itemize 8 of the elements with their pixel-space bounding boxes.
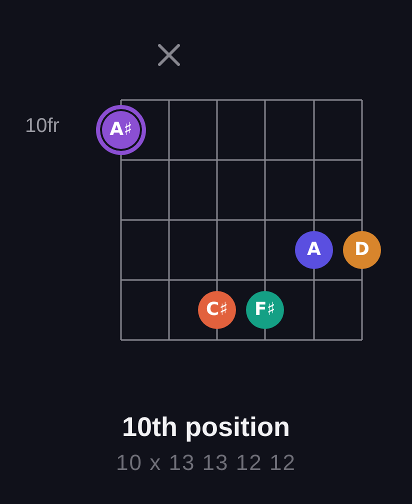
fret-sequence: 10 x 13 13 12 12: [115, 452, 297, 474]
note-name: F♯: [254, 301, 276, 319]
position-title: 10th position: [121, 414, 291, 441]
note-name: C♯: [206, 301, 228, 319]
note-name: D: [354, 241, 370, 259]
note-name: A: [307, 241, 321, 259]
note-name: A♯: [110, 121, 132, 139]
fret-number: 10fr: [25, 116, 60, 136]
